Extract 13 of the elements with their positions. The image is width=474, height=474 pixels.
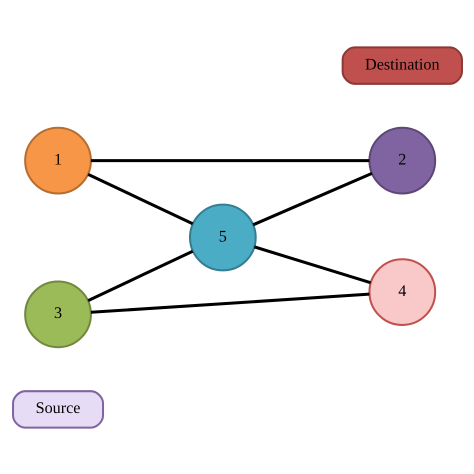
node-box: Source	[12, 390, 104, 428]
connector	[87, 249, 193, 302]
node-circle: 2	[368, 126, 436, 194]
node-circle: 1	[24, 126, 92, 194]
node-circle: 4	[368, 258, 436, 326]
connector	[90, 292, 369, 314]
connector	[252, 171, 372, 226]
connector	[90, 158, 369, 162]
connector	[87, 172, 193, 225]
connector	[253, 244, 371, 284]
node-circle: 5	[188, 203, 256, 271]
node-box: Destination	[341, 46, 462, 84]
node-circle: 3	[24, 280, 92, 348]
